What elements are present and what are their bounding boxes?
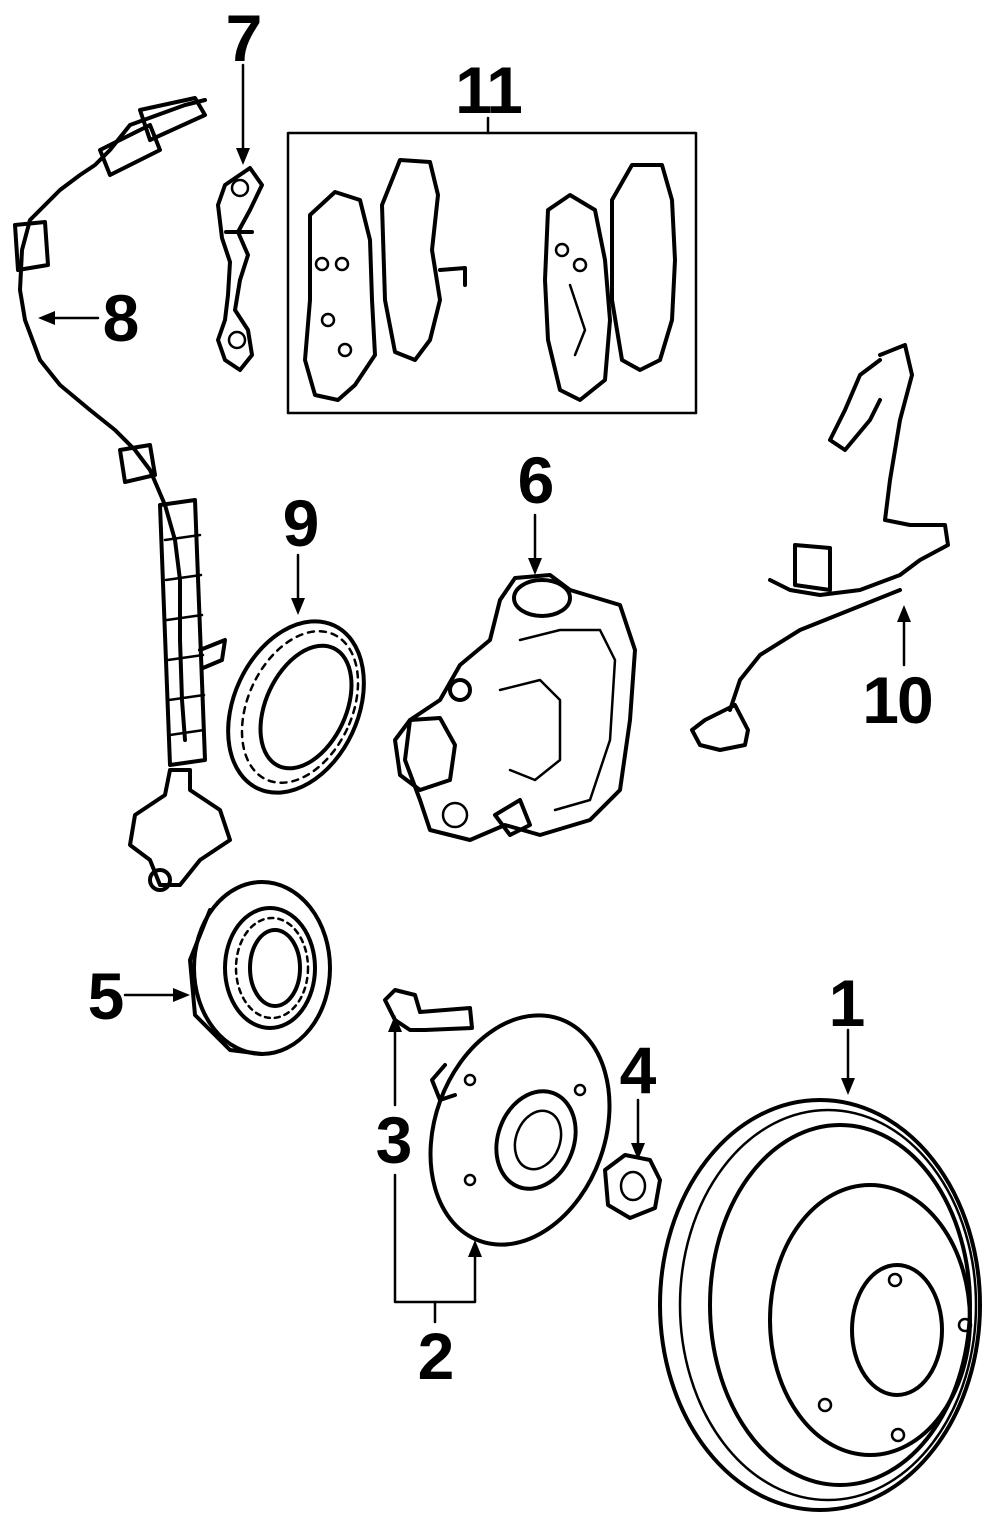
part-1-rotor[interactable] xyxy=(658,1098,982,1512)
part-3-wheel-stud[interactable] xyxy=(383,988,474,1032)
callout-10: 10 xyxy=(862,663,933,737)
part-6-caliper[interactable] xyxy=(393,573,637,842)
callout-7: 7 xyxy=(225,1,263,75)
callout-9: 9 xyxy=(282,486,320,560)
part-8-front-abs-sensor[interactable] xyxy=(13,96,232,892)
callout-5: 5 xyxy=(87,959,125,1033)
callout-1: 1 xyxy=(828,966,866,1040)
part-7-clip[interactable] xyxy=(216,166,264,372)
callout-4: 4 xyxy=(619,1033,657,1107)
callout-8: 8 xyxy=(102,281,140,355)
callout-2: 2 xyxy=(417,1319,455,1393)
leader-lines xyxy=(38,63,911,1324)
part-11-brake-pads[interactable] xyxy=(286,131,698,415)
callout-3: 3 xyxy=(375,1103,413,1177)
callout-6: 6 xyxy=(517,443,555,517)
part-5-wheel-bearing[interactable] xyxy=(188,880,332,1056)
callout-11: 11 xyxy=(455,53,523,127)
part-9-tone-ring[interactable] xyxy=(202,599,390,815)
part-4-nut[interactable] xyxy=(603,1153,662,1220)
part-2-hub[interactable] xyxy=(400,990,640,1270)
part-10-rear-abs-sensor[interactable] xyxy=(690,343,950,752)
